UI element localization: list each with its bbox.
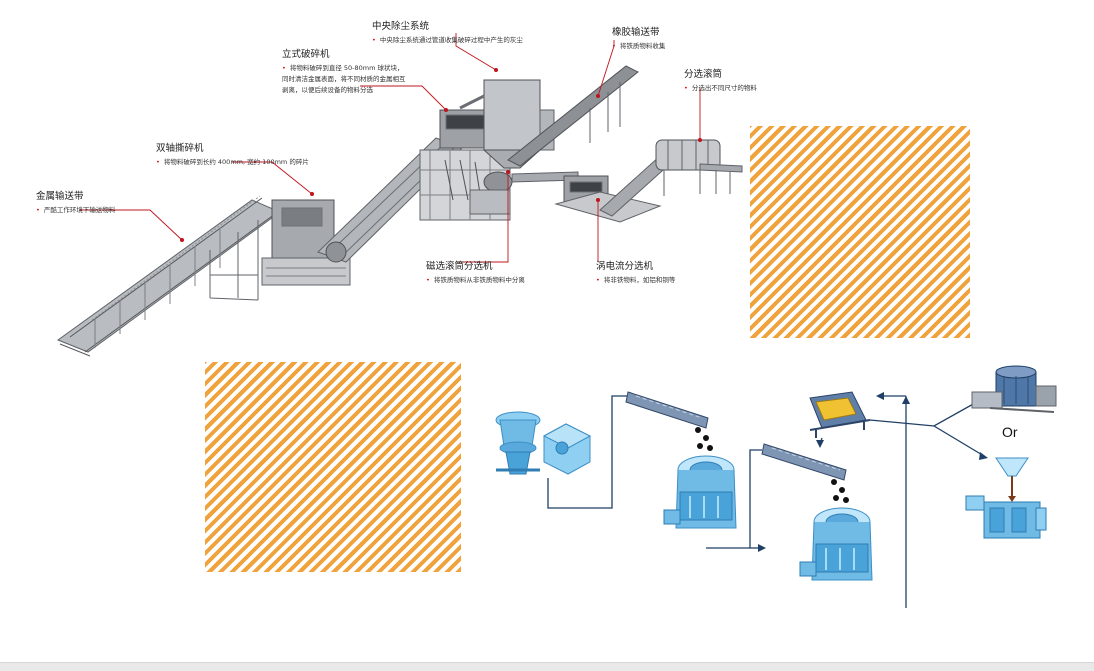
- hopper-feeder-icon: [495, 411, 541, 475]
- label-desc: 将铁质物料收集: [619, 42, 666, 50]
- label-central-dust-system: 中央除尘系统 •中央除尘系统通过管道收集破碎过程中产生的灰尘: [372, 18, 523, 46]
- vibrating-feeder-1: [625, 391, 709, 429]
- label-title: 中央除尘系统: [372, 21, 430, 32]
- sand-making-machine: [971, 365, 1057, 413]
- label-desc: 将铁质物料从非铁质物料中分离: [433, 276, 525, 284]
- hatched-placeholder-right: [750, 126, 970, 338]
- label-desc: 中央除尘系统通过管道收集破碎过程中产生的灰尘: [379, 36, 523, 44]
- jaw-crusher-icon: [542, 423, 592, 475]
- label-sorting-drum: 分选滚筒 •分选出不同尺寸的物料: [684, 66, 757, 94]
- sand-process-flow-diagram: [495, 365, 1057, 608]
- vibrating-feeder-2: [761, 443, 847, 481]
- label-title: 立式破碎机: [282, 49, 330, 60]
- label-desc: 将物料破碎到长约 400mm, 宽约 100mm 的碎片: [163, 158, 309, 166]
- sorting-drum: [655, 139, 743, 196]
- label-title: 涡电流分选机: [596, 261, 654, 272]
- hatched-placeholder-left: [205, 362, 461, 572]
- label-desc: 严酷工作环境下输送物料: [43, 206, 116, 214]
- label-rubber-conveyor: 橡胶输送带 •将铁质物料收集: [612, 24, 665, 52]
- metal-conveyor: [56, 199, 282, 353]
- cone-crusher-1: [663, 455, 737, 529]
- label-title: 橡胶输送带: [612, 27, 660, 38]
- central-dust-collector: [483, 79, 541, 151]
- label-desc: 分选出不同尺寸的物料: [691, 84, 757, 92]
- vibrating-screen: [809, 391, 871, 438]
- bottom-scroll-strip: [0, 662, 1094, 671]
- sand-washer-machine: [965, 457, 1047, 539]
- label-desc: 将物料破碎到直径 50-80mm 球状块，: [289, 64, 404, 72]
- rubber-conveyor: [507, 65, 639, 167]
- label-desc: 同时清洁金属表面，将不同材质的金属相互: [282, 75, 406, 83]
- label-vertical-crusher: 立式破碎机 •将物料破碎到直径 50-80mm 球状块， 同时清洁金属表面，将不…: [282, 46, 406, 96]
- label-title: 磁选滚筒分选机: [426, 261, 493, 272]
- cone-crusher-2: [799, 507, 873, 581]
- label-twin-shaft-shredder: 双轴撕碎机 •将物料破碎到长约 400mm, 宽约 100mm 的碎片: [156, 140, 309, 168]
- label-metal-conveyor: 金属输送带 •严酷工作环境下输送物料: [36, 188, 115, 216]
- label-title: 双轴撕碎机: [156, 143, 204, 154]
- label-desc: 剥离，以便后续设备的物料分选: [282, 86, 373, 94]
- label-magnetic-drum-separator: 磁选滚筒分选机 •将铁质物料从非铁质物料中分离: [426, 258, 525, 286]
- label-title: 金属输送带: [36, 191, 84, 202]
- label-desc: 将非铁物料，如铝和铜等: [603, 276, 676, 284]
- or-label: Or: [1002, 424, 1018, 440]
- label-title: 分选滚筒: [684, 69, 723, 80]
- label-eddy-current-separator: 涡电流分选机 •将非铁物料，如铝和铜等: [596, 258, 675, 286]
